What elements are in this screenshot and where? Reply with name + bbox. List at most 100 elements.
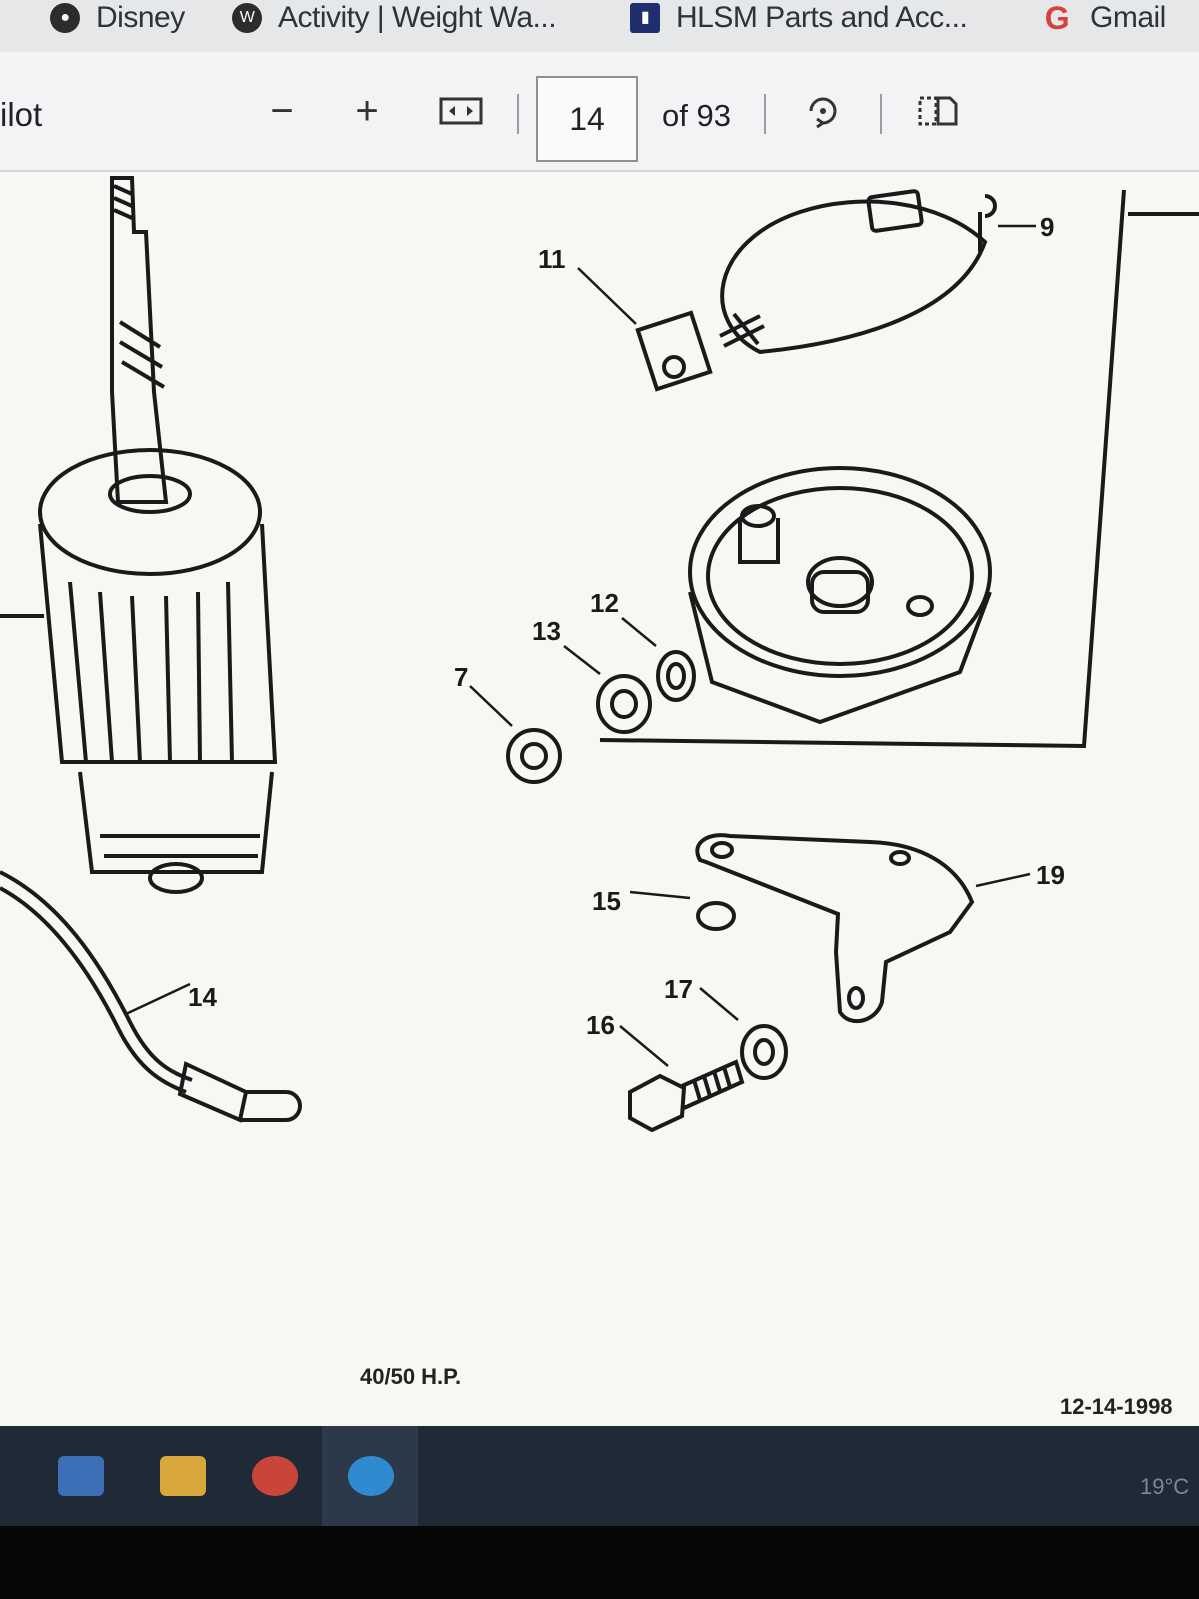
lead-wire (0, 870, 193, 1082)
brush-spring-ring (720, 199, 988, 355)
bookmark-label: Disney (96, 1, 185, 34)
end-bell-inner (706, 486, 974, 666)
mickey-icon: ● (50, 3, 80, 33)
leader-13 (563, 645, 601, 675)
commutator-end (148, 862, 204, 894)
bookmark-label: HLSM Parts and Acc... (676, 1, 968, 34)
washer-17 (740, 1024, 788, 1080)
ww-icon: W (232, 3, 262, 33)
chrome-icon[interactable] (252, 1456, 298, 1496)
rotate-button[interactable] (800, 86, 846, 136)
callout-19: 19 (1036, 860, 1065, 890)
footer-date: 12-14-1998 (1060, 1394, 1173, 1419)
nut-7-hole (520, 742, 548, 770)
brush-holder (866, 189, 924, 233)
bookmark-hlsm[interactable]: ▮ HLSM Parts and Acc... (630, 0, 968, 36)
nut-7 (506, 728, 562, 784)
mount-hole (906, 595, 934, 617)
fit-page-button[interactable] (436, 86, 486, 136)
zoom-out-button[interactable]: − (270, 88, 294, 133)
footer-model: 40/50 H.P. (360, 1364, 461, 1389)
document-title: ilot (0, 96, 43, 133)
google-icon: G (1044, 0, 1070, 36)
page-number-input[interactable]: 14 (536, 76, 638, 162)
taskbar: 19°C (0, 1426, 1199, 1526)
callout-12: 12 (590, 588, 619, 618)
washer-12 (656, 650, 696, 702)
leader-16 (619, 1025, 669, 1067)
washer-12-hole (666, 662, 686, 690)
parts-diagram: 11 9 12 13 7 15 19 14 17 16 40/50 H.P. 1… (0, 176, 1199, 1419)
bookmarks-bar: ● Disney W Activity | Weight Wa... ▮ HLS… (0, 0, 1199, 52)
file-explorer-icon[interactable] (160, 1456, 206, 1496)
fit-width-icon (439, 97, 483, 125)
callout-7: 7 (454, 662, 468, 692)
commutator-bars (100, 834, 260, 858)
armature-shaft (110, 176, 169, 504)
leader-11 (577, 267, 637, 325)
zoom-in-button[interactable]: + (355, 88, 379, 133)
bracket-hole (847, 986, 865, 1010)
callout-11: 11 (538, 244, 566, 274)
bolt-threads (692, 1066, 732, 1101)
spring-clip (978, 194, 997, 252)
leader-7 (469, 685, 513, 727)
callout-15: 15 (592, 886, 621, 916)
post (738, 518, 780, 564)
bookmark-weight-watchers[interactable]: W Activity | Weight Wa... (232, 0, 557, 36)
monitor-bezel (0, 1526, 1199, 1599)
mounting-bracket (695, 833, 975, 1023)
armature-slots (68, 581, 234, 763)
lead-wire-inner (0, 886, 187, 1094)
bearing-boss (810, 570, 870, 614)
two-page-view-button[interactable] (915, 86, 961, 136)
leader-15 (629, 890, 691, 900)
nut-15 (696, 901, 736, 931)
pdf-toolbar: ilot − + 14 of 93 (0, 52, 1199, 172)
square-nut (635, 310, 713, 392)
leader-19 (975, 872, 1031, 888)
page-view-icon (918, 96, 958, 126)
bookmark-label: Activity | Weight Wa... (278, 1, 557, 34)
armature-hub (108, 474, 192, 514)
toolbar-divider (880, 94, 882, 134)
group-frame (599, 189, 1126, 749)
center-bearing (806, 556, 874, 608)
hlsm-icon: ▮ (630, 3, 660, 33)
bracket-hole (710, 841, 734, 859)
pdf-page: 11 9 12 13 7 15 19 14 17 16 40/50 H.P. 1… (0, 172, 1199, 1426)
toolbar-divider (764, 94, 766, 134)
callout-14: 14 (188, 982, 217, 1012)
mail-icon[interactable] (58, 1456, 104, 1496)
washer-17-hole (753, 1038, 775, 1066)
shaft-threads (113, 184, 166, 389)
bookmark-label: Gmail (1090, 1, 1166, 34)
callout-9: 9 (1040, 212, 1054, 242)
leader-12 (621, 617, 657, 647)
edge-icon[interactable] (348, 1456, 394, 1496)
armature-core-top (38, 448, 262, 576)
ring-screw (719, 312, 765, 348)
bolt-16 (628, 1059, 745, 1133)
terminal-sleeve (177, 1061, 249, 1123)
callout-13: 13 (532, 616, 561, 646)
nut-hole (662, 355, 686, 379)
page-count: of 93 (662, 98, 731, 133)
bookmark-disney[interactable]: ● Disney (50, 0, 185, 36)
end-bell-body (688, 591, 992, 725)
rotate-icon (809, 97, 837, 129)
commutator (78, 771, 274, 874)
toolbar-divider (517, 94, 519, 134)
end-bell-rim (688, 466, 992, 678)
leader-17 (699, 987, 739, 1021)
nut-13 (596, 674, 652, 734)
callout-16: 16 (586, 1010, 615, 1040)
weather-temperature[interactable]: 19°C (1140, 1474, 1190, 1499)
ring-terminal (240, 1090, 302, 1122)
bracket-hole (889, 850, 911, 866)
nut-13-hole (610, 689, 638, 719)
post-top (740, 504, 776, 528)
leader-14 (125, 982, 191, 1016)
callout-17: 17 (664, 974, 693, 1004)
bookmark-gmail[interactable]: G Gmail (1040, 0, 1167, 36)
